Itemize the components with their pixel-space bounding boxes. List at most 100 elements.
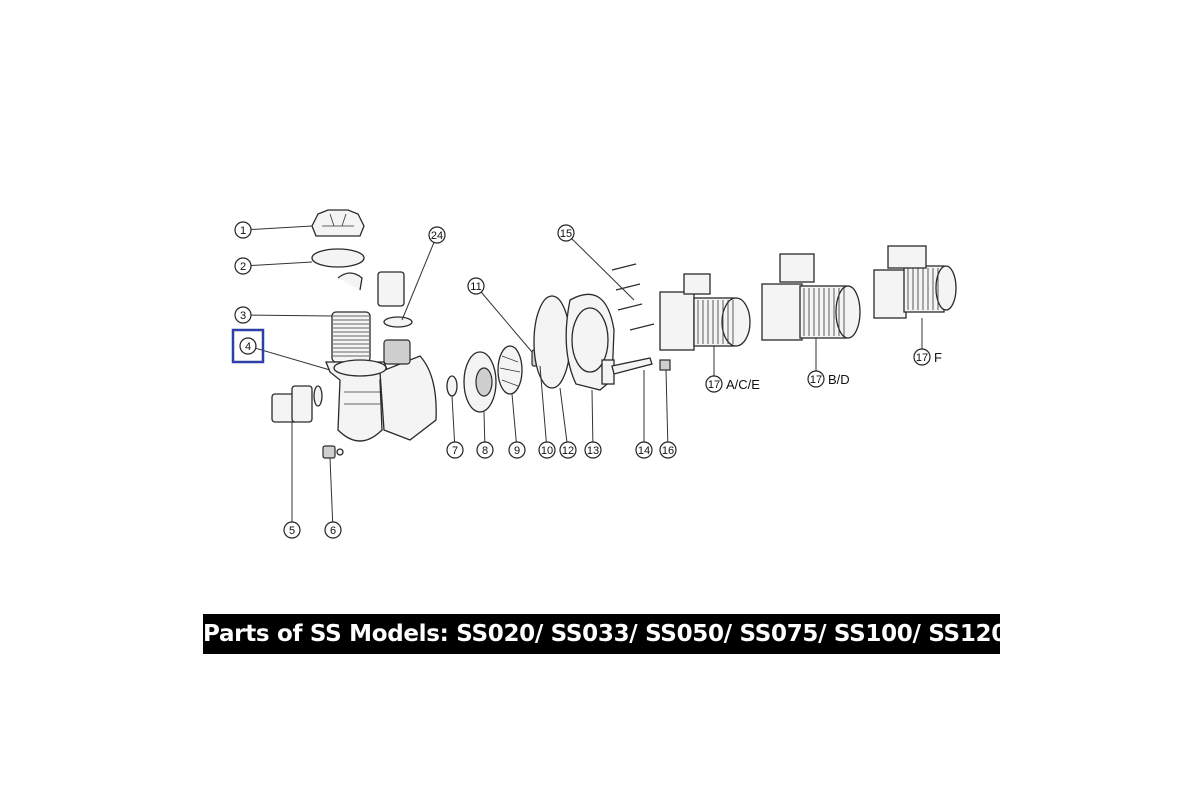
callout-number: 2 bbox=[240, 261, 246, 273]
caption-banner: Parts of SS Models: SS020/ SS033/ SS050/… bbox=[203, 614, 1007, 654]
callout-circle bbox=[538, 441, 556, 459]
leader-line bbox=[511, 393, 518, 451]
leader-line bbox=[591, 389, 594, 451]
motor-flange-bd bbox=[761, 283, 803, 341]
callout-number: 4 bbox=[245, 341, 251, 353]
callout-10: 10 bbox=[538, 441, 556, 459]
o-ring-7-part bbox=[446, 375, 458, 397]
callout-number: 10 bbox=[541, 445, 553, 457]
callout-14: 14 bbox=[635, 441, 653, 459]
callout-circle bbox=[446, 441, 464, 459]
union-fitting-part bbox=[377, 271, 405, 307]
callout-number: 7 bbox=[452, 445, 458, 457]
callout-number: 24 bbox=[431, 230, 443, 242]
volute-part bbox=[379, 355, 437, 441]
motor-terminal-box-bd bbox=[779, 253, 815, 283]
callout-suffix: A/C/E bbox=[726, 377, 760, 392]
leader-line bbox=[242, 314, 333, 317]
callout-6: 6 bbox=[324, 521, 342, 539]
callout-circle bbox=[324, 521, 342, 539]
callout-number: 5 bbox=[289, 525, 295, 537]
bolt-part bbox=[615, 283, 641, 291]
callout-suffix: F bbox=[934, 350, 942, 365]
callout-circle bbox=[283, 521, 301, 539]
callout-circle bbox=[467, 277, 485, 295]
callout-circle bbox=[428, 226, 446, 244]
nut-part bbox=[659, 359, 671, 371]
callout-2: 2 bbox=[234, 257, 252, 275]
callout-circle bbox=[234, 221, 252, 239]
callout-number: 14 bbox=[638, 445, 650, 457]
leader-line bbox=[451, 395, 456, 451]
leader-line bbox=[665, 369, 669, 451]
leader-line bbox=[559, 387, 569, 451]
callout-1: 1 bbox=[234, 221, 252, 239]
callout-circle bbox=[913, 348, 931, 366]
bracket-part bbox=[611, 357, 653, 375]
callout-circle bbox=[476, 441, 494, 459]
callout-number: 1 bbox=[240, 225, 246, 237]
callout-17-ACE: 17 A/C/E bbox=[705, 375, 760, 393]
callout-circle bbox=[239, 337, 257, 355]
callout-circle bbox=[559, 441, 577, 459]
pump-parts-drawing bbox=[271, 209, 957, 459]
motor-flange-ace bbox=[659, 291, 695, 351]
callout-16: 16 bbox=[659, 441, 677, 459]
callout-circle bbox=[557, 224, 575, 242]
bolt-part bbox=[629, 323, 655, 331]
callout-circle bbox=[508, 441, 526, 459]
callout-15: 15 bbox=[557, 224, 575, 242]
callout-circle bbox=[584, 441, 602, 459]
callout-number: 17 bbox=[708, 379, 720, 391]
drain-plug-part bbox=[322, 445, 336, 459]
callout-number: 6 bbox=[330, 525, 336, 537]
callout-17-BD: 17 B/D bbox=[807, 370, 850, 388]
leader-line bbox=[242, 225, 313, 231]
callout-circle bbox=[635, 441, 653, 459]
callout-circle bbox=[659, 441, 677, 459]
leader-line bbox=[247, 345, 331, 371]
callout-9: 9 bbox=[508, 441, 526, 459]
callout-number: 17 bbox=[916, 352, 928, 364]
leader-line bbox=[242, 261, 313, 267]
callout-number: 17 bbox=[810, 374, 822, 386]
highlight-box bbox=[231, 328, 265, 364]
callout-circle bbox=[234, 306, 252, 324]
callout-3: 3 bbox=[234, 306, 252, 324]
callout-13: 13 bbox=[584, 441, 602, 459]
lid-o-ring-part bbox=[311, 248, 365, 268]
leader-line bbox=[539, 365, 548, 451]
callout-circle bbox=[705, 375, 723, 393]
callout-7: 7 bbox=[446, 441, 464, 459]
callout-circle bbox=[234, 257, 252, 275]
callout-number: 12 bbox=[562, 445, 574, 457]
callout-5: 5 bbox=[283, 521, 301, 539]
callout-11: 11 bbox=[467, 277, 485, 295]
callout-8: 8 bbox=[476, 441, 494, 459]
leader-line bbox=[329, 457, 334, 531]
strainer-basket-part bbox=[331, 311, 371, 363]
callout-number: 3 bbox=[240, 310, 246, 322]
callout-number: 13 bbox=[587, 445, 599, 457]
callout-number: 8 bbox=[482, 445, 488, 457]
leader-line bbox=[475, 285, 533, 353]
motor-terminal-box-f bbox=[887, 245, 927, 269]
callout-number: 16 bbox=[662, 445, 674, 457]
callout-12: 12 bbox=[559, 441, 577, 459]
callout-17-F: 17 F bbox=[913, 348, 942, 366]
motor-terminal-box-ace bbox=[683, 273, 711, 295]
leader-lines bbox=[242, 225, 923, 531]
leader-line bbox=[565, 232, 635, 301]
callout-suffix: B/D bbox=[828, 372, 850, 387]
callout-4: 4 bbox=[231, 328, 265, 364]
motor-flange-f bbox=[873, 269, 907, 319]
union-o-ring-part bbox=[383, 316, 413, 328]
leader-line bbox=[401, 234, 438, 321]
callout-24: 24 bbox=[428, 226, 446, 244]
callout-circle bbox=[807, 370, 825, 388]
gasket-part bbox=[533, 295, 571, 389]
bolt-part bbox=[617, 303, 643, 311]
